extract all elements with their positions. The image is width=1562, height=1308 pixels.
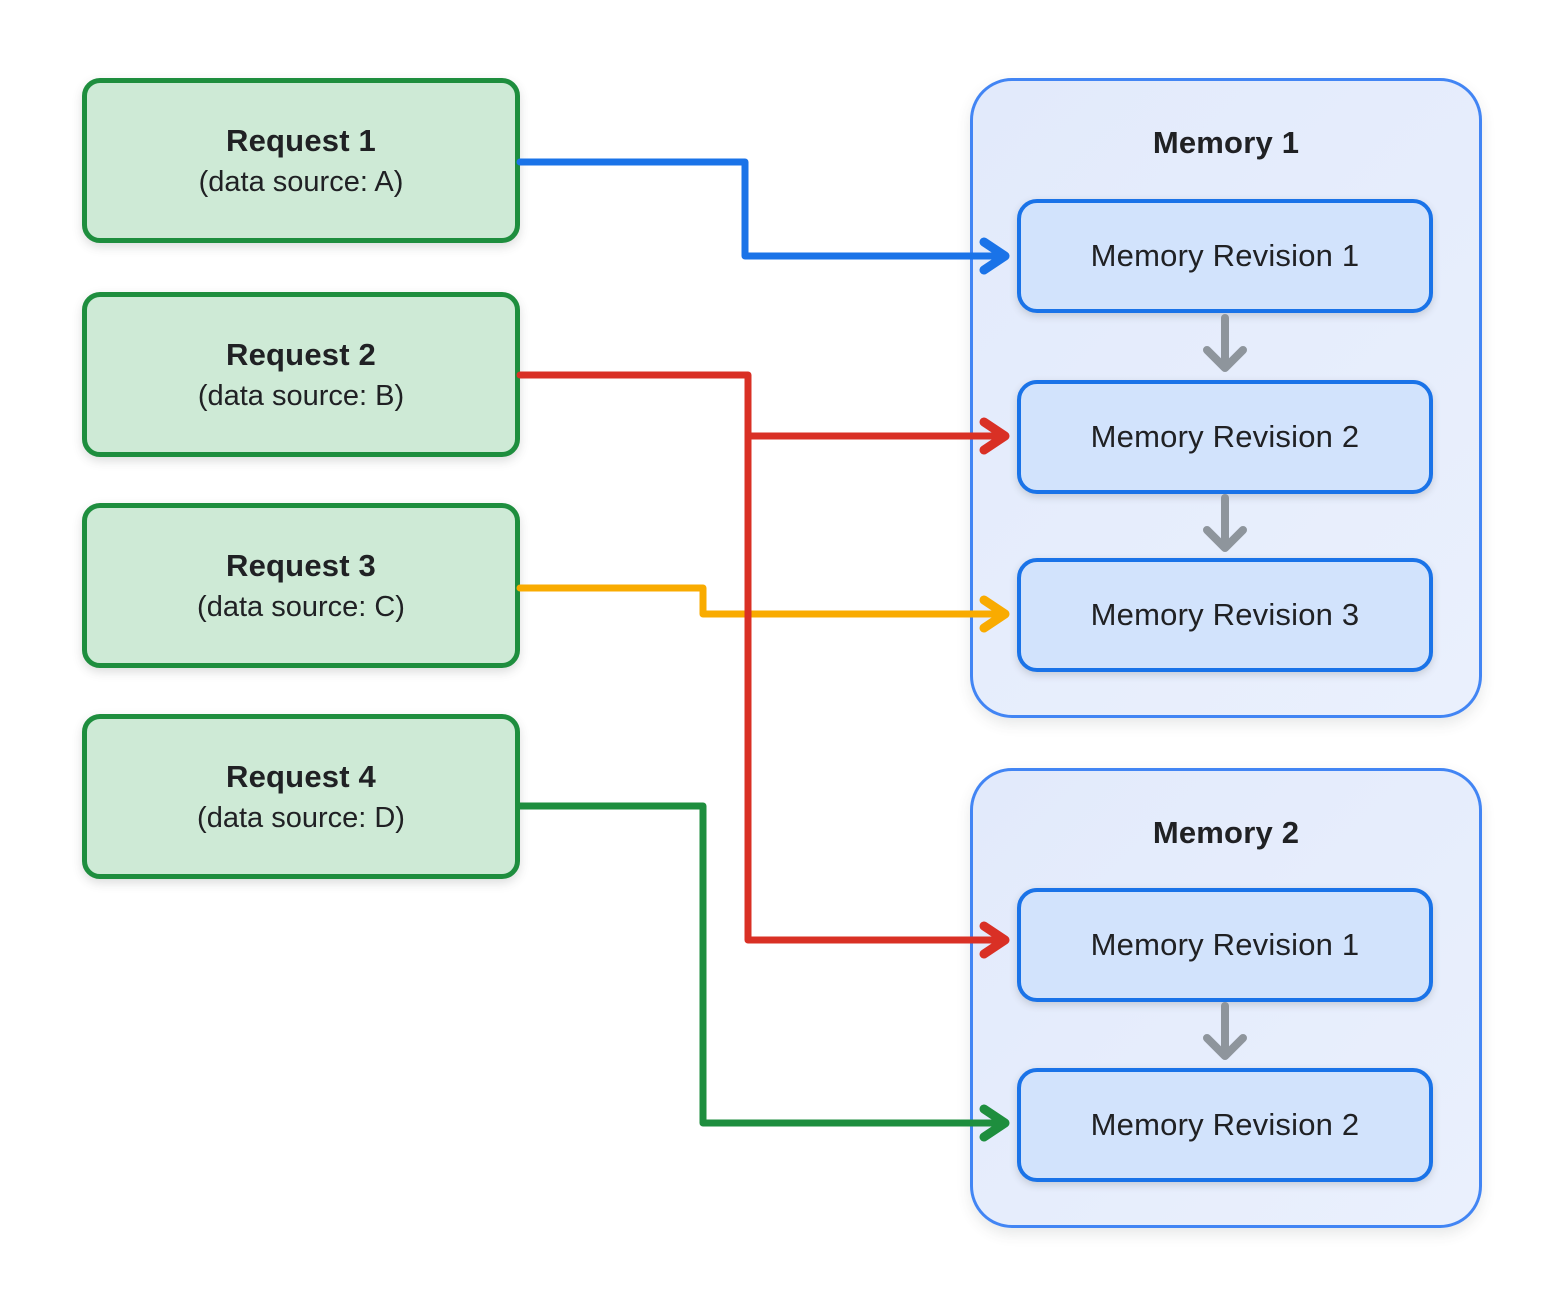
memory-1-title: Memory 1 (1152, 125, 1300, 160)
memory-2-revision-1-box: Memory Revision 1 (1017, 888, 1433, 1002)
request-3-subtitle: (data source: C) (197, 590, 405, 623)
memory-1-revision-2-box: Memory Revision 2 (1017, 380, 1433, 494)
request-1-title: Request 1 (226, 122, 376, 158)
memory-1-revision-3-box: Memory Revision 3 (1017, 558, 1433, 672)
request-1-subtitle: (data source: A) (198, 165, 404, 198)
memory-2-revision-2-box: Memory Revision 2 (1017, 1068, 1433, 1182)
request-4-box: Request 4 (data source: D) (82, 714, 520, 879)
memory-1-revision-1-box: Memory Revision 1 (1017, 199, 1433, 313)
arrow-request4-to-memory2-rev2 (516, 802, 1010, 1142)
request-4-title: Request 4 (226, 758, 376, 794)
arrow-request2-to-memory2-rev1 (516, 371, 1010, 959)
request-2-title: Request 2 (226, 336, 376, 372)
request-2-box: Request 2 (data source: B) (82, 292, 520, 457)
request-4-subtitle: (data source: D) (197, 801, 405, 834)
request-2-subtitle: (data source: B) (197, 379, 405, 412)
request-3-box: Request 3 (data source: C) (82, 503, 520, 668)
arrow-request1-to-memory1-rev1 (516, 158, 1010, 275)
request-1-box: Request 1 (data source: A) (82, 78, 520, 243)
memory-2-container: Memory 2 Memory Revision 1 Memory Revisi… (970, 768, 1482, 1228)
arrow-request3-to-memory1-rev3 (516, 584, 1010, 633)
memory-2-title: Memory 2 (1152, 815, 1300, 850)
memory-1-container: Memory 1 Memory Revision 1 Memory Revisi… (970, 78, 1482, 718)
request-3-title: Request 3 (226, 547, 376, 583)
arrow-request2-to-memory1-rev2 (744, 417, 1010, 455)
